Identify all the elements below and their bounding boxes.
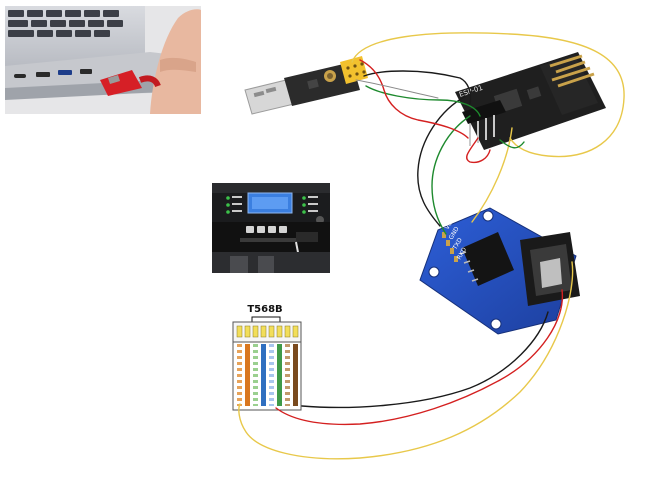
- rj45-wire-stripe: [253, 347, 258, 350]
- rj45-wire-pin-7: [285, 344, 290, 406]
- wire-black-top: [363, 70, 472, 105]
- rj45-wire-stripe: [237, 347, 242, 350]
- wire-grey-adapter: [355, 79, 439, 99]
- rj45-wire-stripe: [237, 365, 242, 368]
- rj45-wire-stripe: [237, 383, 242, 386]
- wire-yellow-esp-to-board: [471, 127, 513, 223]
- usb-serial-adapter: [244, 56, 368, 115]
- wire-green-down: [431, 115, 471, 235]
- rj45-wire-stripe: [285, 383, 290, 386]
- wire-green-top: [365, 85, 481, 117]
- wire-yellow-bottom: [238, 261, 574, 460]
- rj45-wire-stripe: [253, 365, 258, 368]
- controller-device-photo: [212, 183, 330, 274]
- esp-01-module: ESP-01: [455, 52, 606, 150]
- wire-red-rj45: [275, 289, 564, 426]
- rj45-wire-pin-1: [237, 344, 242, 406]
- rj45-wire-stripe: [253, 353, 258, 356]
- rs232-ttl-board: VCC GND TXD RXD: [419, 207, 580, 335]
- rj45-wire-stripe: [285, 401, 290, 404]
- rj45-wire-stripe: [237, 353, 242, 356]
- rj45-wire-stripe: [285, 359, 290, 362]
- rj45-wire-stripe: [285, 389, 290, 392]
- rj45-wire-stripe: [269, 359, 274, 362]
- rj45-t568b-pinout: T568B: [232, 304, 302, 411]
- rj45-wire-stripe: [253, 359, 258, 362]
- rj45-wire-pin-3: [253, 344, 258, 406]
- wire-green-esp: [499, 139, 525, 149]
- rj45-wire-stripe: [237, 371, 242, 374]
- rj45-wire-stripe: [269, 383, 274, 386]
- rj45-wire-stripe: [237, 377, 242, 380]
- rj45-wire-stripe: [253, 383, 258, 386]
- rj45-wire-stripe: [285, 377, 290, 380]
- rj45-wire-pin-6: [277, 344, 282, 406]
- rj45-wire-stripe: [269, 353, 274, 356]
- rj45-wire-stripe: [253, 401, 258, 404]
- laptop-photo: [5, 6, 201, 114]
- rj45-wire-pin-8: [293, 344, 298, 406]
- rj45-wire-stripe: [285, 365, 290, 368]
- rj45-wire-stripe: [237, 359, 242, 362]
- wire-black-down: [417, 95, 467, 227]
- rj45-wire-stripe: [285, 395, 290, 398]
- wire-yellow-top: [351, 32, 625, 158]
- rj45-wire-stripe: [253, 371, 258, 374]
- rj45-wire-stripe: [285, 371, 290, 374]
- rj45-wire-stripe: [237, 401, 242, 404]
- rj45-wire-stripe: [269, 389, 274, 392]
- rj45-wire-stripe: [269, 401, 274, 404]
- rj45-wire-stripe: [285, 347, 290, 350]
- rj45-wire-stripe: [269, 347, 274, 350]
- rj45-wire-stripe: [285, 353, 290, 356]
- rj45-wire-stripe: [237, 395, 242, 398]
- rj45-wire-stripe: [253, 395, 258, 398]
- rj45-wire-stripe: [253, 377, 258, 380]
- rj45-wire-stripe: [269, 377, 274, 380]
- rj45-wire-stripe: [269, 395, 274, 398]
- rj45-wire-stripe: [253, 389, 258, 392]
- rj45-wire-stripe: [237, 389, 242, 392]
- rj45-wire-pin-5: [269, 344, 274, 406]
- rj45-wire-pin-4: [261, 344, 266, 406]
- wire-red-top: [359, 59, 469, 139]
- rj45-wire-pin-2: [245, 344, 250, 406]
- wires: [238, 32, 625, 460]
- rj45-wire-strips: [237, 344, 298, 406]
- wire-black-rj45: [301, 311, 549, 409]
- rj45-standard-label: T568B: [247, 304, 282, 315]
- rj45-wire-stripe: [269, 371, 274, 374]
- wire-red-esp: [466, 137, 491, 164]
- rj45-wire-stripe: [269, 365, 274, 368]
